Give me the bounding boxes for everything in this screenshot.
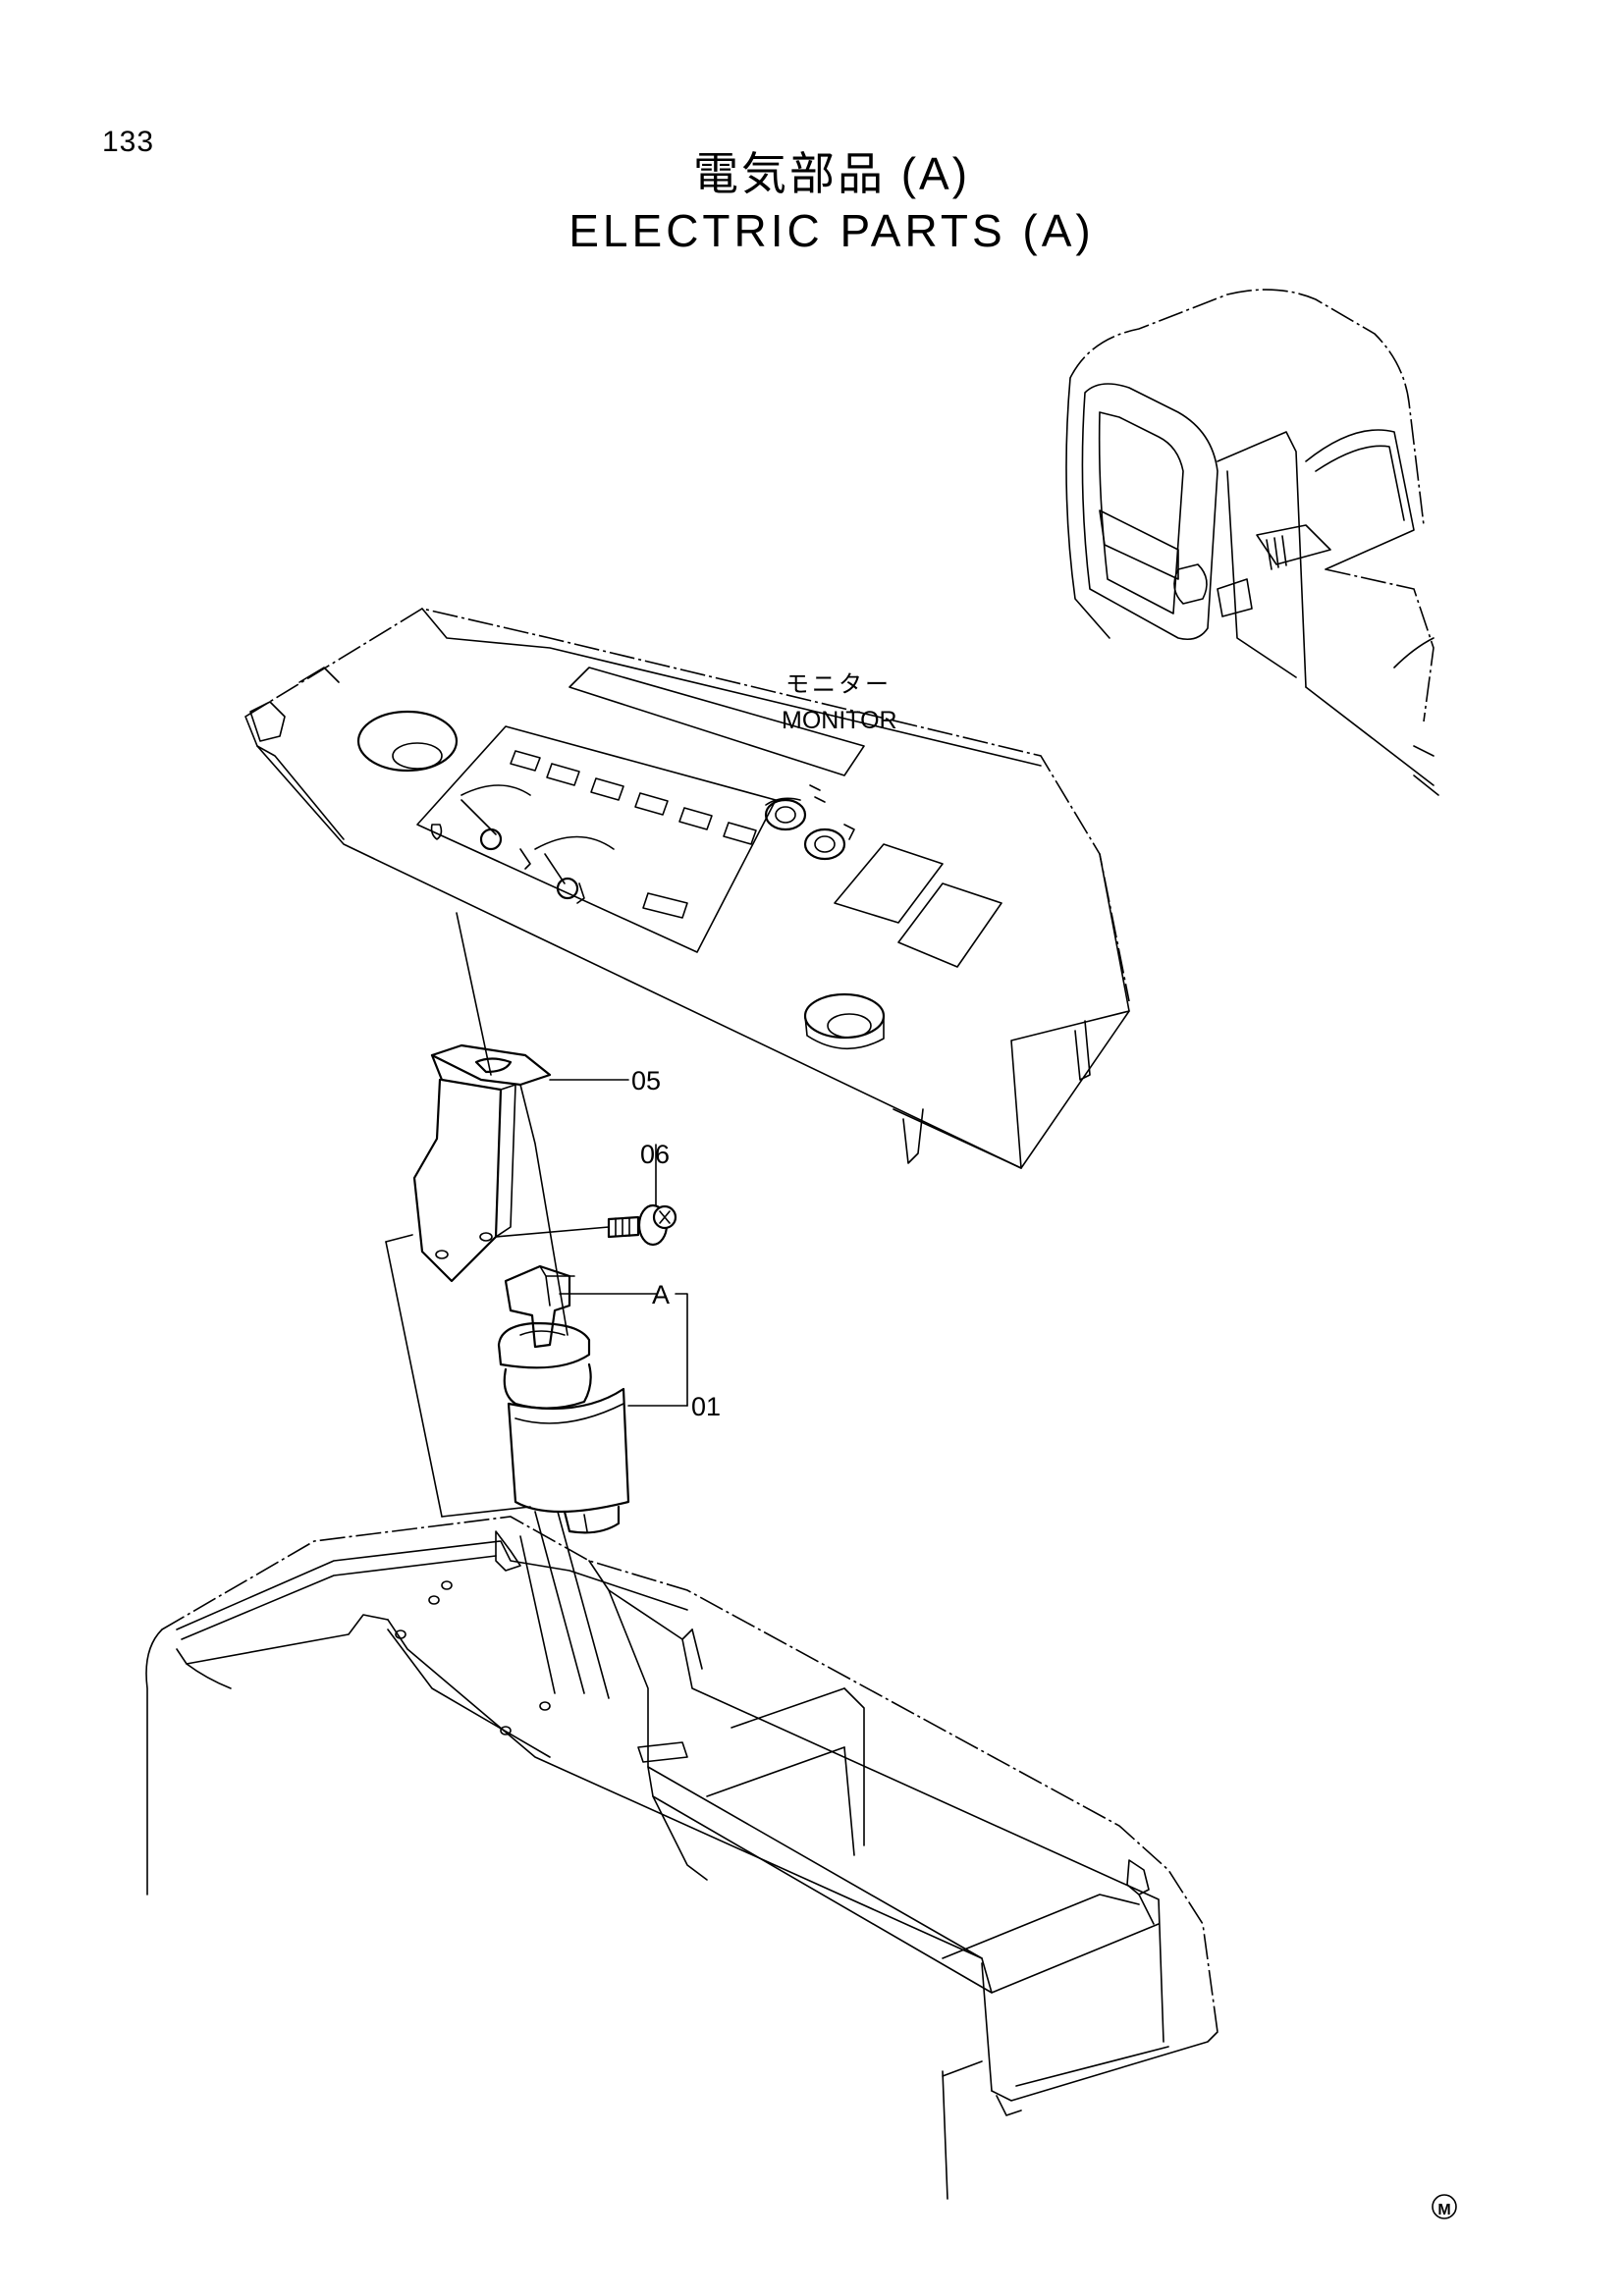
page-number: 133 xyxy=(102,126,155,158)
part-number-06: 06 xyxy=(640,1140,670,1169)
page-title-english: ELECTRIC PARTS (A) xyxy=(568,205,1095,256)
key-switch-01 xyxy=(497,1264,630,1534)
leader-lines xyxy=(549,1079,688,1407)
m-mark: M xyxy=(1432,2194,1457,2219)
monitor-label-english: MONITOR xyxy=(782,707,897,734)
console-box xyxy=(145,1516,1218,2200)
m-mark-letter: M xyxy=(1437,2202,1450,2218)
labels: モニター MONITOR 05 06 A 01 xyxy=(631,671,897,1421)
page-title: 電気部品 (A) ELECTRIC PARTS (A) xyxy=(0,145,1624,259)
cab-illustration xyxy=(1065,289,1439,796)
bracket-05 xyxy=(412,912,568,1336)
part-number-01: 01 xyxy=(691,1392,721,1421)
support-frame xyxy=(385,1234,610,1699)
part-label-a: A xyxy=(652,1280,670,1309)
monitor-panel xyxy=(244,608,1130,1169)
part-number-05: 05 xyxy=(631,1066,661,1095)
page-title-japanese: 電気部品 (A) xyxy=(692,148,971,199)
screw-06 xyxy=(495,1144,677,1247)
monitor-label-japanese: モニター xyxy=(785,671,892,698)
